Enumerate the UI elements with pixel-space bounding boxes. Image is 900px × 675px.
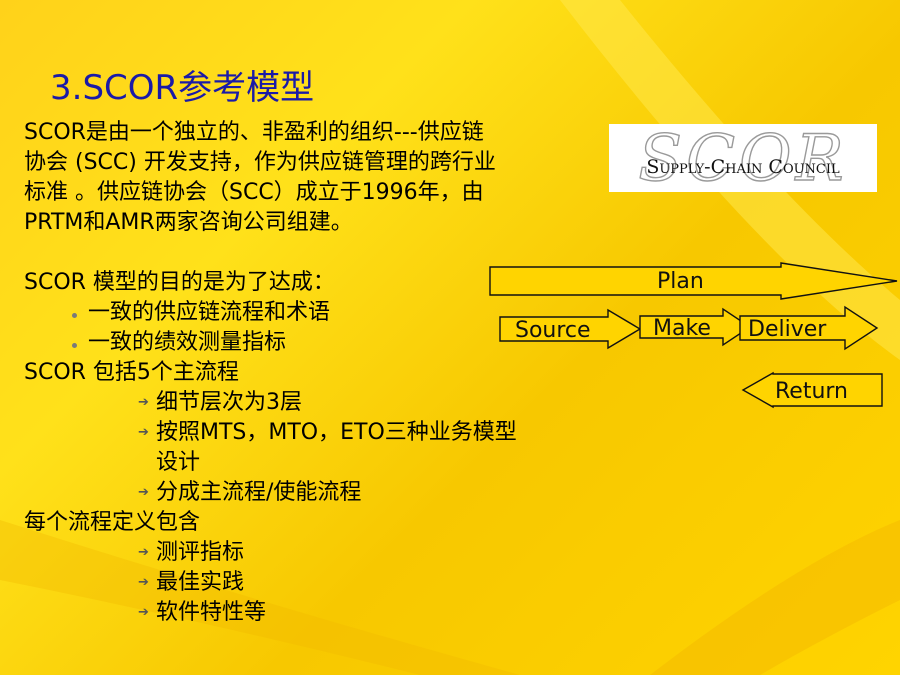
list-item: 一致的绩效测量指标 [24, 328, 584, 358]
list-item: ➔ 细节层次为3层 [24, 388, 584, 418]
return-label: Return [775, 379, 848, 404]
list-item-text: 分成主流程/使能流程 [156, 480, 362, 505]
intro-line-4: PRTM和AMR两家咨询公司组建。 [24, 210, 353, 235]
list-item: ➔ 按照MTS，MTO，ETO三种业务模型 [24, 418, 584, 448]
list-item-text: 软件特性等 [156, 600, 267, 625]
bullet-dot-icon [72, 343, 77, 348]
source-label: Source [515, 318, 591, 343]
purpose-heading: SCOR 模型的目的是为了达成： [24, 270, 335, 295]
return-arrow [741, 371, 883, 409]
arrow-bullet-icon: ➔ [138, 425, 149, 440]
arrow-bullet-icon: ➔ [138, 575, 149, 590]
make-arrow [639, 307, 752, 347]
arrow-bullet-icon: ➔ [138, 395, 149, 410]
list-item: ➔ 软件特性等 [24, 598, 584, 628]
intro-line-2: 协会 (SCC) 开发支持，作为供应链管理的跨行业 [24, 150, 496, 175]
list-item: ➔ 测评指标 [24, 538, 584, 568]
list-item-text: 按照MTS，MTO，ETO三种业务模型 [156, 420, 517, 445]
list-item: ➔ 分成主流程/使能流程 [24, 478, 584, 508]
list-item-text: 最佳实践 [156, 570, 245, 595]
slide-body: SCOR是由一个独立的、非盈利的组织---供应链 协会 (SCC) 开发支持，作… [24, 118, 584, 628]
plan-arrow [489, 262, 898, 300]
list-item-text: 测评指标 [156, 540, 245, 565]
scor-logo-graphic: SCOR Supply-Chain Council [638, 121, 847, 196]
plan-label: Plan [657, 269, 704, 294]
source-arrow [499, 308, 642, 350]
intro-line-1: SCOR是由一个独立的、非盈利的组织---供应链 [24, 120, 484, 145]
arrow-bullet-icon: ➔ [138, 485, 149, 500]
list-item: ➔ 最佳实践 [24, 568, 584, 598]
definition-heading: 每个流程定义包含 [24, 510, 201, 535]
bullet-dot-icon [72, 313, 77, 318]
deliver-label: Deliver [748, 317, 827, 342]
scor-logo: SCOR Supply-Chain Council [609, 121, 877, 197]
processes-heading: SCOR 包括5个主流程 [24, 360, 239, 385]
scor-logo-caption: Supply-Chain Council [646, 156, 840, 178]
slide-title: 3.SCOR参考模型 [50, 68, 315, 108]
scor-logo-watermark: SCOR [638, 124, 847, 192]
intro-line-3: 标准 。供应链协会（SCC）成立于1996年，由 [24, 180, 484, 205]
list-item-text: 一致的供应链流程和术语 [88, 300, 331, 325]
scor-process-diagram: Plan Source Make Deliver Return [489, 262, 898, 409]
arrow-bullet-icon: ➔ [138, 605, 149, 620]
list-item-continuation: 设计 [156, 450, 201, 475]
list-item: 一致的供应链流程和术语 [24, 298, 584, 328]
deliver-arrow [739, 305, 879, 351]
list-item-text: 一致的绩效测量指标 [88, 330, 287, 355]
arrow-bullet-icon: ➔ [138, 545, 149, 560]
make-label: Make [653, 316, 711, 341]
list-item-text: 细节层次为3层 [156, 390, 302, 415]
